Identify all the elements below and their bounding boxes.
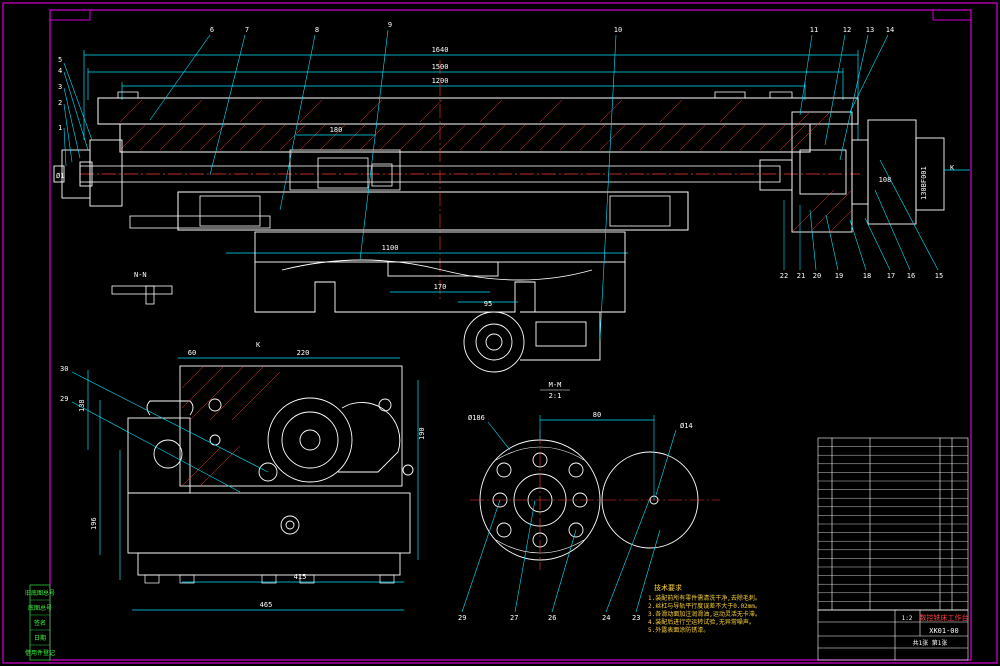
drawing-number: XK01-00 xyxy=(929,627,959,635)
title-block xyxy=(817,609,969,661)
dim-overall-1: 1640 xyxy=(432,46,449,54)
dim-disc-span: 80 xyxy=(593,411,601,419)
part-16: 16 xyxy=(907,272,915,280)
leaders-top xyxy=(149,29,889,341)
lead-screw xyxy=(79,165,860,183)
margin-label-3: 日期 xyxy=(34,634,46,642)
part-21: 21 xyxy=(797,272,805,280)
part-24: 24 xyxy=(602,614,610,622)
section-nn-label: N-N xyxy=(134,271,147,279)
corner-code-box xyxy=(932,9,972,21)
tech-item-1: 1.装配前所有零件需清洗干净,去除毛刺。 xyxy=(648,594,761,602)
leaders-side xyxy=(71,371,269,493)
drawing-sheet: 共1张 第1张 xyxy=(913,639,948,647)
part-12: 12 xyxy=(843,26,851,34)
leaders-disc xyxy=(461,497,661,613)
dim-motor-width: 108 xyxy=(879,176,892,184)
part-1: 1 xyxy=(58,124,62,132)
side-hatch xyxy=(181,365,281,487)
dim-side-height-b: 196 xyxy=(90,517,98,530)
section-mm-scale: 2:1 xyxy=(549,392,562,400)
front-view: 1640 1500 1200 1100 xyxy=(53,21,970,400)
part-22: 22 xyxy=(780,272,788,280)
dim-side-right: 190 xyxy=(418,427,426,440)
part-15: 15 xyxy=(935,272,943,280)
part-30: 30 xyxy=(60,365,68,373)
section-mm xyxy=(463,311,601,373)
part-11: 11 xyxy=(810,26,818,34)
margin-label-1: 底图总号 xyxy=(28,604,52,612)
right-block-hatch xyxy=(791,111,853,233)
part-18: 18 xyxy=(863,272,871,280)
side-view: K 60 220 138 196 190 415 465 xyxy=(60,341,426,611)
part-2: 2 xyxy=(58,99,62,107)
part-9: 9 xyxy=(388,21,392,29)
nut-assembly xyxy=(289,134,401,191)
dim-bracket: 170 xyxy=(434,283,447,291)
parts-list-rows xyxy=(818,446,968,611)
tech-item-2: 2.丝杠与导轨平行度误差不大于0.02mm。 xyxy=(648,602,761,610)
side-dims xyxy=(87,357,419,611)
part-27: 27 xyxy=(510,614,518,622)
leaders-left xyxy=(63,62,93,167)
leaders-bottom-right xyxy=(783,159,939,271)
part-29-side: 29 xyxy=(60,395,68,403)
part-8: 8 xyxy=(315,26,319,34)
part-19: 19 xyxy=(835,272,843,280)
margin-label-4: 借用件登记 xyxy=(25,649,55,657)
drawing-scale: 1:2 xyxy=(902,615,913,622)
part-14: 14 xyxy=(886,26,894,34)
tech-item-5: 5.外露表面涂防锈漆。 xyxy=(648,626,709,634)
dim-overall-3: 1200 xyxy=(432,77,449,85)
dim-disc-left: Ø186 xyxy=(468,414,485,422)
section-nn xyxy=(111,285,173,305)
part-29-disc: 29 xyxy=(458,614,466,622)
right-bearing-block xyxy=(759,111,945,233)
inner-frame xyxy=(49,9,972,661)
dim-base: 1100 xyxy=(382,244,399,252)
tech-item-4: 4.装配后进行空运转试验,无异常噪声。 xyxy=(648,618,755,626)
part-23: 23 xyxy=(632,614,640,622)
label-left-shaft: Ø1 xyxy=(56,172,64,180)
table-hatch xyxy=(119,99,807,151)
part-10: 10 xyxy=(614,26,622,34)
motor-label: 130BF001 xyxy=(920,166,928,200)
tech-requirements: 技术要求 1.装配前所有零件需清洗干净,去除毛刺。 2.丝杠与导轨平行度误差不大… xyxy=(648,583,761,634)
part-4: 4 xyxy=(58,67,62,75)
tech-item-3: 3.各滑动面加注润滑油,运动灵活无卡滞。 xyxy=(648,610,761,618)
dim-nut-width: 180 xyxy=(330,126,343,134)
margin-label-0: 旧底图总号 xyxy=(25,589,55,597)
drawing-title: 数控铣床工作台 xyxy=(920,613,969,622)
tech-title: 技术要求 xyxy=(654,583,682,592)
part-3: 3 xyxy=(58,83,62,91)
part-13: 13 xyxy=(866,26,874,34)
dim-side-height-a: 138 xyxy=(78,399,86,412)
part-17: 17 xyxy=(887,272,895,280)
dim-side-top-a: 60 xyxy=(188,349,196,357)
part-6: 6 xyxy=(210,26,214,34)
drawing-code-box xyxy=(49,9,91,21)
disc-view: 80 Ø14 Ø186 29 27 26 24 23 xyxy=(458,411,720,622)
part-20: 20 xyxy=(813,272,821,280)
part-5: 5 xyxy=(58,56,62,64)
part-26: 26 xyxy=(548,614,556,622)
dim-slot: 95 xyxy=(484,300,492,308)
dim-side-top-b: 220 xyxy=(297,349,310,357)
dim-disc-hole: Ø14 xyxy=(680,422,693,430)
margin-block: 旧底图总号 底图总号 签名 日期 借用件登记 xyxy=(25,584,55,661)
left-bearing-block xyxy=(53,139,123,207)
dim-side-bottom-b: 465 xyxy=(260,601,273,609)
view-k-top: K xyxy=(256,341,261,349)
section-mm-label: M-M xyxy=(549,381,562,389)
margin-label-2: 签名 xyxy=(34,619,46,627)
view-k-side: K xyxy=(950,164,955,172)
part-7: 7 xyxy=(245,26,249,34)
